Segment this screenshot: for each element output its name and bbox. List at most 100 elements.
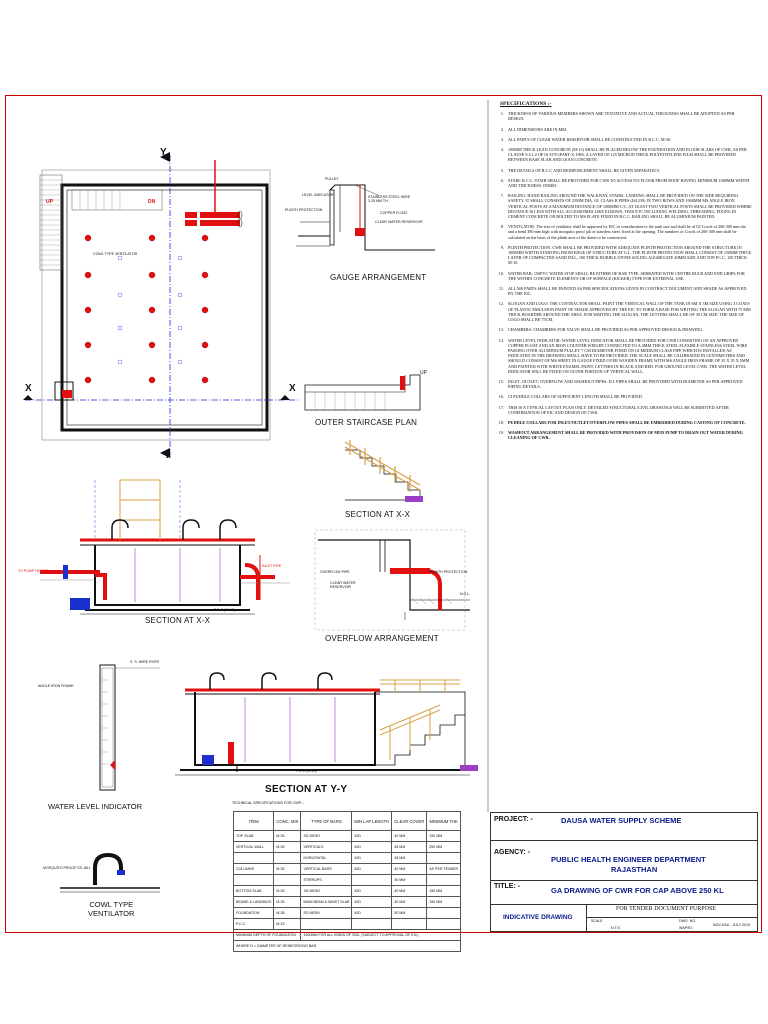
spec-item: 13.CHAMBERS: CHAMBERS FOR VALVE SHALL BE… (490, 327, 758, 332)
spec-item-text: STAIR: R.C.C. STAIR SHALL BE PROVIDED FO… (508, 177, 750, 189)
staircase-up-label: UP (420, 370, 427, 376)
spec-table-note: MINIMUM DEPTH OF FOUNDATION (232, 929, 302, 941)
stainless-wire-label: STAINLESS STEEL WIRE 3.25 MM TH. (368, 195, 411, 203)
project-value: DAUSA WATER SUPPLY SCHEME (561, 816, 682, 825)
agency-value: PUBLIC HEALTH ENGINEER DEPARTMENT (551, 855, 706, 864)
spec-item-text: VENTILATOR: The size of ventilator shall… (508, 224, 746, 240)
spec-table-header: MIN LAP LENGTH (351, 811, 393, 831)
spec-table-cell: FOUNDATION (232, 907, 275, 919)
scale-value: N.T.S. (611, 926, 621, 930)
spec-table-cell: 40 MM (391, 863, 428, 875)
spec-item-text: SLOGAN AND LOGO: THE CONTRACTOR SHALL PA… (508, 301, 751, 323)
plan-view (23, 152, 300, 460)
spec-item: 8. VENTILATOR: The size of ventilator sha… (490, 224, 758, 240)
spec-item-text: PUDDLE COLLARS FOR INLET/OUTLET/OVERFLOW… (508, 419, 746, 425)
spec-item-number: 2. (500, 126, 504, 132)
spec-table-cell: 150 MM (426, 896, 462, 908)
spec-item: 7.RAILING: HAND RAILING AROUND THE WALKW… (490, 193, 758, 219)
spec-table-note-row: WHERE D = DIAMETER OF REINFORCING BAR (232, 940, 462, 952)
spec-item-number: 5. (500, 167, 504, 173)
spec-table-cell: BOTTOM SLAB (232, 885, 275, 897)
level-indicator-label: LEVEL INDICATOR (302, 193, 334, 197)
spec-table-cell: 250 MM (426, 841, 462, 853)
outer-staircase-plan-title: OUTER STAIRCASE PLAN (315, 418, 418, 427)
spec-item-number: 14. (498, 337, 504, 343)
outer-staircase-plan (304, 374, 421, 411)
overflow-cwr-label: CLEAR WATER RESERVOIR (330, 581, 356, 589)
spec-table-cell (273, 874, 302, 886)
spec-item-number: 8. (500, 224, 504, 230)
copper-float-label: COPPER FLOAT (380, 211, 408, 215)
spec-item-number: 18. (498, 419, 504, 425)
spec-item-text: THICKNESS OF VARIOUS MEMBERS SHOWN ARE T… (508, 111, 735, 122)
mosquito-jali-label: MOSQUITO PROOF SS JALI (43, 866, 91, 870)
spec-item-number: 17. (498, 404, 504, 410)
spec-table-cell: HORIZONTAL (300, 852, 353, 864)
spec-table-cell: 40 MM (391, 885, 428, 897)
agency-key: AGENCY: - (494, 849, 531, 856)
agency-value-state: RAJASTHAN (611, 865, 658, 874)
spec-item-number: 13. (498, 327, 504, 333)
clear-water-reservoir-label: CLEAR WATER RESERVOIR (375, 220, 423, 224)
spec-item: 5.THE DETAILS OF R.C.C AND REINFORCEMENT… (490, 168, 758, 173)
spec-table-cell: COLUMNS (232, 863, 275, 875)
scale-key: SCALE (591, 919, 603, 923)
project-row: PROJECT: - DAUSA WATER SUPPLY SCHEME (491, 813, 757, 841)
purpose-cell: FOR TENDER DOCUMENT PURPOSE (586, 905, 757, 918)
spec-item: 14.WATER LEVEL INDICATOR: WATER LEVEL IN… (490, 338, 758, 374)
section-pipes (40, 555, 275, 600)
spec-table-cell (426, 907, 462, 919)
spec-item: 15.INLET, OUTLET, OVERFLOW AND WASHOUT P… (490, 379, 758, 389)
to-pump-house-label: TO PUMP HOUSE (18, 569, 49, 573)
project-key: PROJECT: - (494, 816, 533, 823)
spec-item-text: CI PUDDLE COLLARS OF SUFFICIENT LENGTH S… (508, 394, 643, 400)
spec-item-text: ALL MS PARTS SHALL BE PAINTED AS PER SPE… (508, 286, 747, 297)
spec-table-header: CLEAR COVER (391, 811, 428, 831)
date-value: NOV-DAU - JULY 2019 (713, 923, 751, 927)
spec-item-number: 19. (498, 430, 504, 436)
spec-table-cell: M-15 (273, 918, 302, 930)
main-section-xx (40, 479, 290, 615)
spec-table-cell: SD MESH (300, 907, 353, 919)
title-block: PROJECT: - DAUSA WATER SUPPLY SCHEME AGE… (490, 812, 758, 933)
water-level-indicator (99, 664, 160, 791)
spec-table-cell: M-35 (273, 863, 302, 875)
cowl-ventilator-detail (60, 852, 160, 893)
spec-table-cell (232, 874, 275, 886)
spec-table-cell: VERTICALS (300, 841, 353, 853)
spec-table-cell: STIRRUPS (300, 874, 353, 886)
pulley-label: PULLEY (325, 177, 339, 181)
angle-iron-frame-label: ANGLE IRON FRAME (38, 684, 74, 688)
overflow-plinth-label: PLINTH PROTECTION (430, 570, 468, 574)
title-key: TITLE: - (494, 883, 521, 890)
spec-table-cell: 50 MM (391, 907, 428, 919)
spec-item: 4.100MM THICK LEAN CONCRETE (M-15) SHALL… (490, 147, 758, 163)
water-level-indicator-title: WATER LEVEL INDICATOR (48, 802, 143, 811)
plan-inlet-pipes (185, 160, 243, 228)
spec-table-cell: VERTICAL WALL (232, 841, 275, 853)
spec-table-cell: 40D (351, 907, 393, 919)
overflow-arrangement (314, 529, 470, 631)
spec-table-cell: M-35 (273, 841, 302, 853)
axis-y-top-label: Y (160, 147, 167, 158)
spec-table-header: MINIMUM THK (426, 811, 462, 831)
spec-item: 3.ALL PARTS OF CLEAR WATER RESERVOIR SHA… (490, 137, 758, 142)
spec-table-cell: 40 MM (391, 896, 428, 908)
footer-row: INDICATIVE DRAWING FOR TENDER DOCUMENT P… (491, 905, 757, 933)
spec-item-text: INLET, OUTLET, OVERFLOW AND WASHOUT PIPE… (508, 378, 743, 390)
spec-table-cell (300, 918, 353, 930)
spec-item-text: ALL DIMENSIONS ARE IN MM. (508, 126, 568, 132)
spec-table-note: 1500MM FOR ALL KINDS OF SOIL (SUBJECT TO… (300, 929, 462, 941)
spec-table-cell: 45 MM (391, 852, 428, 864)
overflow-pipe-label: OVERFLOW PIPE (320, 570, 350, 574)
title-value: GA DRAWING OF CWR FOR CAP ABOVE 250 KL (551, 886, 724, 895)
spec-table-cell (351, 918, 393, 930)
spec-table-cell: M-35 (273, 896, 302, 908)
spec-table-cell: 40D (351, 841, 393, 853)
